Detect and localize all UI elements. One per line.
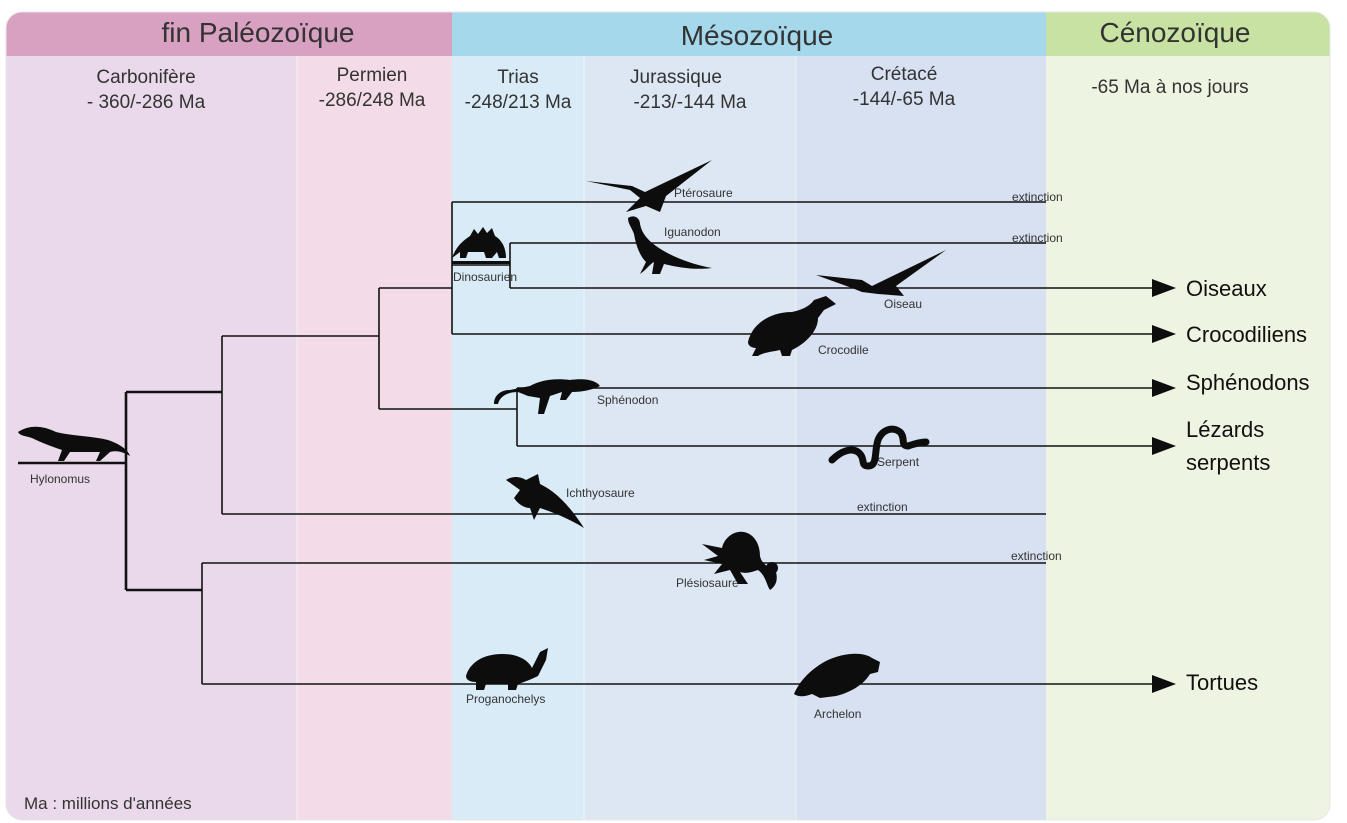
group-lezards: Lézards [1186,417,1264,442]
label-archelon: Archelon [814,707,861,721]
label-ichthyosaure: Ichthyosaure [566,486,635,500]
label-sphenodon: Sphénodon [597,393,658,407]
extinction-label-ichthyosaure: extinction [857,500,908,514]
group-oiseaux: Oiseaux [1186,276,1267,301]
label-dinosaurien: Dinosaurien [453,270,517,284]
era-title-mesozoique: Mésozoïque [681,20,834,51]
period-bg-permien [297,12,452,820]
period-bg-jurassique [584,12,796,820]
period-range-permien: -286/248 Ma [319,90,426,111]
label-iguanodon: Iguanodon [664,225,721,239]
period-range-jurassique: -213/-144 Ma [633,92,746,113]
label-proganochelys: Proganochelys [466,692,545,706]
period-range-trias: -248/213 Ma [465,92,572,113]
period-name-trias: Trias [497,67,539,88]
era-title-cenozoique: Cénozoïque [1099,17,1250,48]
label-crocodile: Crocodile [818,343,869,357]
period-name-carbonifere: Carbonifère [96,67,195,88]
group-serpents: serpents [1186,450,1270,475]
group-sphenodons: Sphénodons [1186,370,1310,395]
period-bg-cenozoique [1046,12,1330,820]
extinction-label-iguanodon: extinction [1012,231,1063,245]
label-plesiosaure: Plésiosaure [676,576,739,590]
period-name-permien: Permien [337,65,408,86]
period-range-cretace: -144/-65 Ma [853,89,956,110]
footnote-ma: Ma : millions d'années [24,794,192,813]
label-serpent: Serpent [877,455,920,469]
group-crocodiliens: Crocodiliens [1186,322,1307,347]
label-hylonomus: Hylonomus [30,472,90,486]
period-bg-cretace [796,12,1046,820]
label-pterosaure: Ptérosaure [674,186,733,200]
extinction-label-plesiosaure: extinction [1011,549,1062,563]
extinction-label-pterosaure: extinction [1012,190,1063,204]
group-tortues: Tortues [1186,670,1258,695]
period-range-carbonifere: - 360/-286 Ma [87,92,206,113]
period-bg-carbonifere [6,12,297,820]
period-name-jurassique: Jurassique [630,67,722,88]
period-name-cretace: Crétacé [871,64,938,85]
label-oiseau: Oiseau [884,297,922,311]
period-range-cenozoique: -65 Ma à nos jours [1091,77,1248,98]
era-title-paleozoique: fin Paléozoïque [161,17,354,48]
period-backgrounds [6,12,1330,820]
